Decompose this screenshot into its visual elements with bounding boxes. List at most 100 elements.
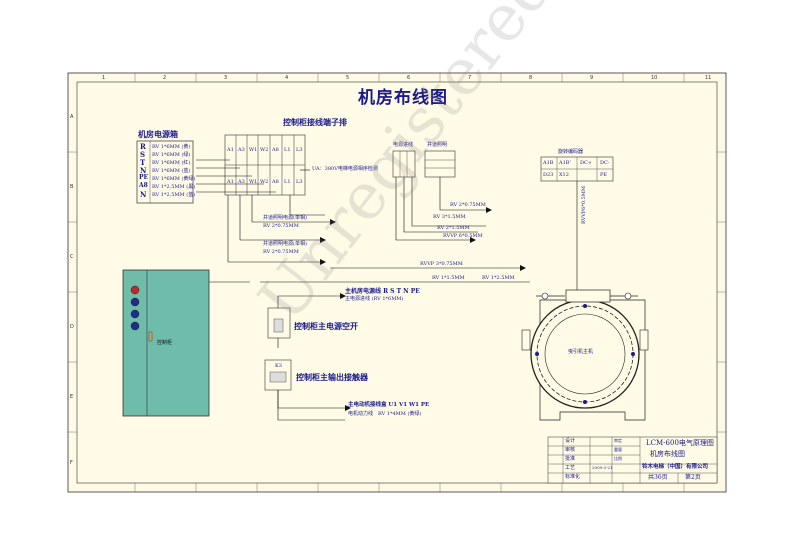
terminal-label: W2 — [260, 147, 269, 153]
lighting-box — [424, 150, 456, 178]
cabinet-light-red — [130, 285, 140, 295]
ruler-num: 11 — [705, 75, 712, 81]
terminal-label: A1 — [227, 179, 234, 185]
title-block — [547, 436, 718, 484]
tb-row-review: 审核 — [565, 447, 576, 453]
terminal-label: A1 — [227, 147, 234, 153]
ruler-letter: E — [70, 394, 74, 400]
tb-total-pages: 共36页 — [648, 474, 668, 481]
power-panel-label: 机房电源箱 — [138, 129, 178, 139]
terminal-label: W2 — [260, 179, 269, 185]
inlet-box-label: 电源进线 — [393, 142, 414, 148]
ruler-letter: B — [70, 184, 74, 190]
panel-line-text: RV 1*6MM (黄) — [152, 144, 191, 150]
ruler-num: 6 — [407, 75, 411, 81]
ruler-num: 10 — [651, 75, 658, 81]
ruler-num: 8 — [529, 75, 533, 81]
tb-small-2: 重量 — [614, 447, 622, 452]
panel-line-text: RV 1*6MM (黄绿) — [152, 176, 196, 182]
contactor-title: 控制柜主输出接触器 — [296, 372, 368, 382]
panel-sym: R — [140, 142, 146, 151]
encoder-cell: D23 — [543, 172, 554, 178]
motor-cable-label: RV 1*4MM (黄绿) — [378, 411, 422, 417]
terminal-label: A3 — [238, 147, 245, 153]
ruler-letter: A — [70, 114, 74, 120]
panel-line-text: RV 1*6MM (蓝) — [152, 168, 191, 174]
note-cable-10: RV 1*2.5MM — [482, 275, 515, 281]
ruler-num: 9 — [590, 75, 594, 81]
title-block-grid — [548, 437, 717, 483]
note-shaft-light-b: 井道照明电源(单相) — [263, 241, 307, 247]
note-shaft-light-a: 井道照明电源(单相) — [263, 215, 307, 221]
ruler-letter: D — [70, 324, 74, 330]
terminal-label: A8 — [272, 147, 279, 153]
encoder-box-title: 旋转编码器 — [558, 149, 584, 155]
tb-date: 2009-3-21 — [592, 465, 613, 470]
panel-sym: A8 — [139, 182, 148, 189]
terminal-label: A8 — [272, 179, 279, 185]
terminal-label: L1 — [284, 179, 291, 185]
note-cable-3: RV 3*1.5MM — [433, 214, 466, 220]
ruler-ticks — [68, 73, 726, 492]
panel-sym: PE — [139, 174, 149, 181]
tb-small-1: 审定 — [614, 438, 622, 443]
terminal-label: A3 — [238, 179, 245, 185]
cabinet-label: 控制柜 — [157, 340, 173, 346]
terminal-label: W1 — [249, 147, 258, 153]
terminal-label: L3 — [296, 147, 303, 153]
switch-wires — [277, 295, 340, 348]
encoder-cell: A1B — [543, 160, 554, 166]
control-cabinet — [122, 269, 210, 417]
cabinet-button-3 — [130, 321, 140, 331]
ruler-num: 2 — [163, 75, 167, 81]
ruler-num: 3 — [224, 75, 228, 81]
main-switch-title: 控制柜主电源空开 — [294, 321, 358, 331]
encoder-cell: DC- — [600, 160, 610, 166]
cabinet-handle — [148, 331, 153, 342]
tb-page-number: 第2页 — [685, 474, 701, 481]
tb-company: 铃木电梯（中国）有限公司 — [642, 464, 709, 470]
panel-sym: S — [140, 150, 146, 159]
note-cable-5: RVVP 6*0.5MM — [443, 233, 483, 239]
note-shaft-light-a-cable: RV 2*0.75MM — [263, 223, 299, 229]
tb-doc-title: LCM-600电气原理图 — [646, 439, 714, 447]
motor-dots — [535, 304, 635, 404]
mains-label: 主机房电源线 R S T N PE — [345, 288, 420, 295]
terminal-dividers — [225, 135, 305, 195]
tb-row-design: 设计 — [565, 438, 576, 444]
panel-sym: N — [140, 190, 147, 199]
tb-sheet-name: 机房布线图 — [650, 450, 685, 458]
tb-row-approve: 批准 — [565, 456, 576, 462]
terminal-block-title: 控制柜接线端子排 — [283, 117, 347, 127]
panel-wires — [196, 159, 330, 263]
panel-line-text: RV 1*2.5MM (蓝) — [152, 192, 196, 198]
tb-small-3: 比例 — [614, 456, 622, 461]
note-cable-8: RVVP 3*0.75MM — [420, 261, 463, 267]
terminal-label: L1 — [284, 147, 291, 153]
tb-row-standard: 标准化 — [565, 474, 581, 480]
encoder-cell: X12 — [559, 172, 569, 178]
note-cable-9: RV 1*1.5MM — [432, 275, 465, 281]
ruler-num: 5 — [346, 75, 350, 81]
traction-machine — [521, 289, 649, 421]
panel-line-text: RV 1*6MM (绿) — [152, 152, 191, 158]
encoder-cell: DC+ — [580, 160, 593, 166]
encoder-cell: PE — [600, 172, 608, 178]
motor-box-label: 主电动机接线盒 U1 V1 W1 PE — [348, 402, 430, 408]
motor-center-label: 曳引机主机 — [568, 349, 594, 355]
lighting-box-label: 井道照明 — [427, 142, 448, 148]
power-panel-box — [136, 140, 194, 204]
encoder-cell: A1B' — [559, 160, 571, 166]
page-title: 机房布线图 — [358, 88, 448, 108]
note-cable-6: RV 2*0.75MM — [450, 202, 486, 208]
motor-power-label: 电机动力线 — [348, 411, 374, 417]
cabinet-button-1 — [130, 297, 140, 307]
contactor-wires — [277, 390, 345, 421]
shaft-wires — [196, 177, 530, 283]
note-encoder-cable: RVVP6*0.5MM — [581, 185, 587, 224]
cabinet-button-2 — [130, 309, 140, 319]
tb-row-process: 工艺 — [565, 465, 576, 471]
contactor-tag: K3 — [275, 363, 282, 369]
panel-sym: T — [140, 158, 146, 167]
